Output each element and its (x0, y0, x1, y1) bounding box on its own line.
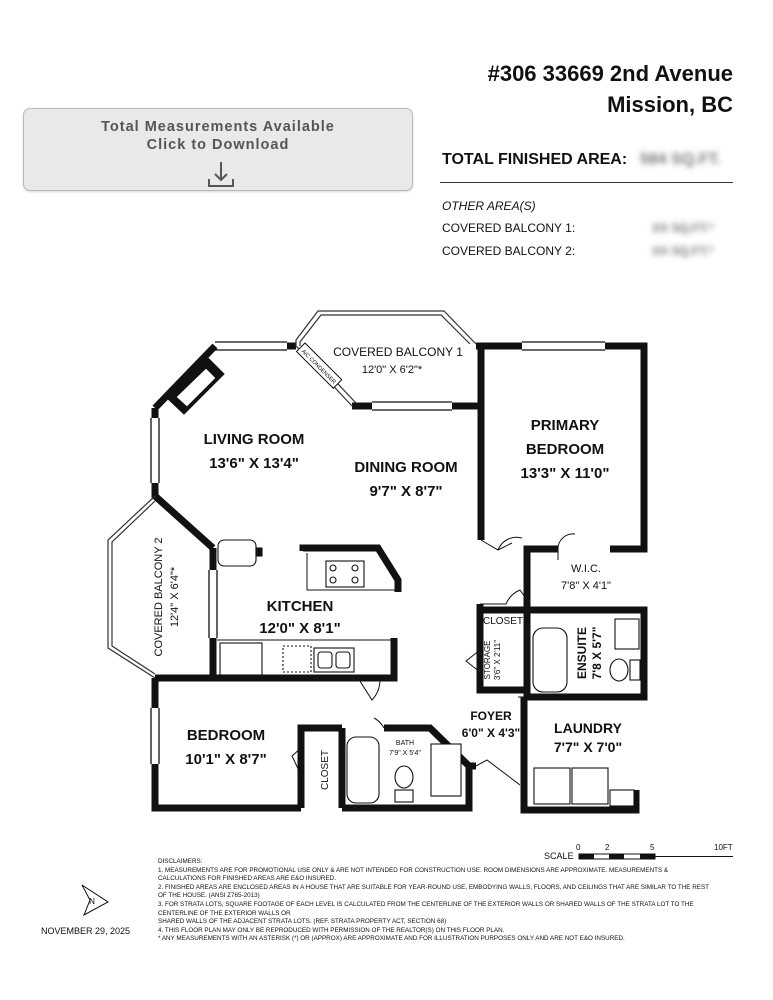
bedroom-dim: 10'1" X 8'7" (185, 751, 266, 768)
primary-bedroom-name-1: PRIMARY (531, 417, 600, 434)
laundry-name: LAUNDRY (554, 720, 623, 736)
scale-label: SCALE (544, 851, 574, 861)
storage-dim: 3'6" X 2'11" (493, 640, 502, 680)
download-line-2: Click to Download (146, 137, 290, 153)
storage-name: STORAGE (483, 641, 492, 680)
primary-bedroom-dim: 13'3" X 11'0" (521, 465, 610, 482)
balcony1-area-label: COVERED BALCONY 1: (442, 221, 576, 235)
compass-icon: N (81, 884, 109, 917)
address-line-1: #306 33669 2nd Avenue (487, 61, 733, 86)
compass-label: N (89, 897, 95, 906)
ac-label: A/C CONDENSER (300, 349, 337, 386)
balcony2-area-label: COVERED BALCONY 2: (442, 244, 576, 258)
foyer-dim: 6'0" X 4'3" (462, 726, 520, 740)
wic-name: W.I.C. (571, 563, 601, 575)
disclaimer-line: 3. FOR STRATA LOTS, SQUARE FOOTAGE OF EA… (158, 900, 694, 908)
disclaimers: DISCLAIMERS: 1. MEASUREMENTS ARE FOR PRO… (158, 858, 728, 944)
scale-bar (578, 853, 733, 860)
foyer-name: FOYER (470, 709, 512, 723)
kitchen-dim: 12'0" X 8'1" (259, 620, 340, 637)
wic-dim: 7'8" X 4'1" (561, 580, 611, 592)
primary-bedroom-name-2: BEDROOM (526, 441, 604, 458)
dining-room-name: DINING ROOM (354, 459, 457, 476)
living-room-dim: 13'6" X 13'4" (209, 455, 299, 472)
bath-dim: 7'9" X 5'4" (389, 750, 421, 757)
plan-date: NOVEMBER 29, 2025 (41, 926, 131, 936)
scale-tick-2: 2 (605, 843, 610, 852)
total-area-label: TOTAL FINISHED AREA: (442, 151, 628, 168)
disclaimer-line: OF THE HOUSE. (ANSI Z765-2013) (158, 892, 260, 900)
scale-tick-0: 0 (576, 843, 581, 852)
scale-tick-5: 5 (650, 843, 655, 852)
total-area-value: 584 SQ.FT. (640, 151, 721, 168)
disclaimer-line: 4. THIS FLOOR PLAN MAY ONLY BE REPRODUCE… (158, 926, 505, 934)
kitchen-name: KITCHEN (267, 598, 334, 615)
ensuite-dim: 7'8 X 5'7" (590, 627, 604, 680)
disclaimer-line: SHARED WALLS OF THE ADJACENT STRATA LOTS… (158, 918, 447, 926)
scale-tick-10: 10FT (714, 843, 733, 852)
disclaimer-line: 2. FINISHED AREAS ARE ENCLOSED AREAS IN … (158, 883, 709, 891)
closet-label-2: CLOSET (320, 750, 331, 790)
dining-room-dim: 9'7" X 8'7" (369, 483, 442, 500)
disclaimer-line: * ANY MEASUREMENTS WITH AN ASTERISK (*) … (158, 935, 625, 943)
disclaimer-line: 1. MEASUREMENTS ARE FOR PROMOTIONAL USE … (158, 866, 669, 874)
download-line-1: Total Measurements Available (101, 119, 335, 135)
disclaimer-line: CALCULATIONS FOR FINISHED AREAS ARE E&O … (158, 875, 336, 883)
disclaimer-line: CENTERLINE OF THE EXTERIOR WALLS OR (158, 909, 291, 917)
download-measurements-button[interactable]: Total Measurements Available Click to Do… (23, 108, 413, 191)
other-areas-label: OTHER AREA(S) (442, 199, 536, 213)
laundry-dim: 7'7" X 7'0" (554, 739, 622, 755)
address-line-2: Mission, BC (607, 92, 733, 117)
balcony2-name: COVERED BALCONY 2 (153, 537, 165, 656)
balcony2-area-value: XX SQ.FT.* (652, 244, 714, 258)
balcony1-area-value: XX SQ.FT.* (652, 221, 714, 235)
bath-name: BATH (396, 740, 414, 747)
bedroom-name: BEDROOM (187, 727, 265, 744)
balcony1-name: COVERED BALCONY 1 (333, 345, 463, 359)
area-divider (440, 182, 733, 183)
balcony2-dim: 12'4" X 6'4"* (169, 566, 181, 627)
living-room-name: LIVING ROOM (204, 431, 305, 448)
disclaimer-line: DISCLAIMERS: (158, 858, 203, 865)
ensuite-name: ENSUITE (575, 627, 589, 679)
closet-label-1: CLOSET (483, 616, 523, 627)
download-icon (208, 162, 234, 187)
balcony1-dim: 12'0" X 6'2"* (362, 364, 423, 376)
